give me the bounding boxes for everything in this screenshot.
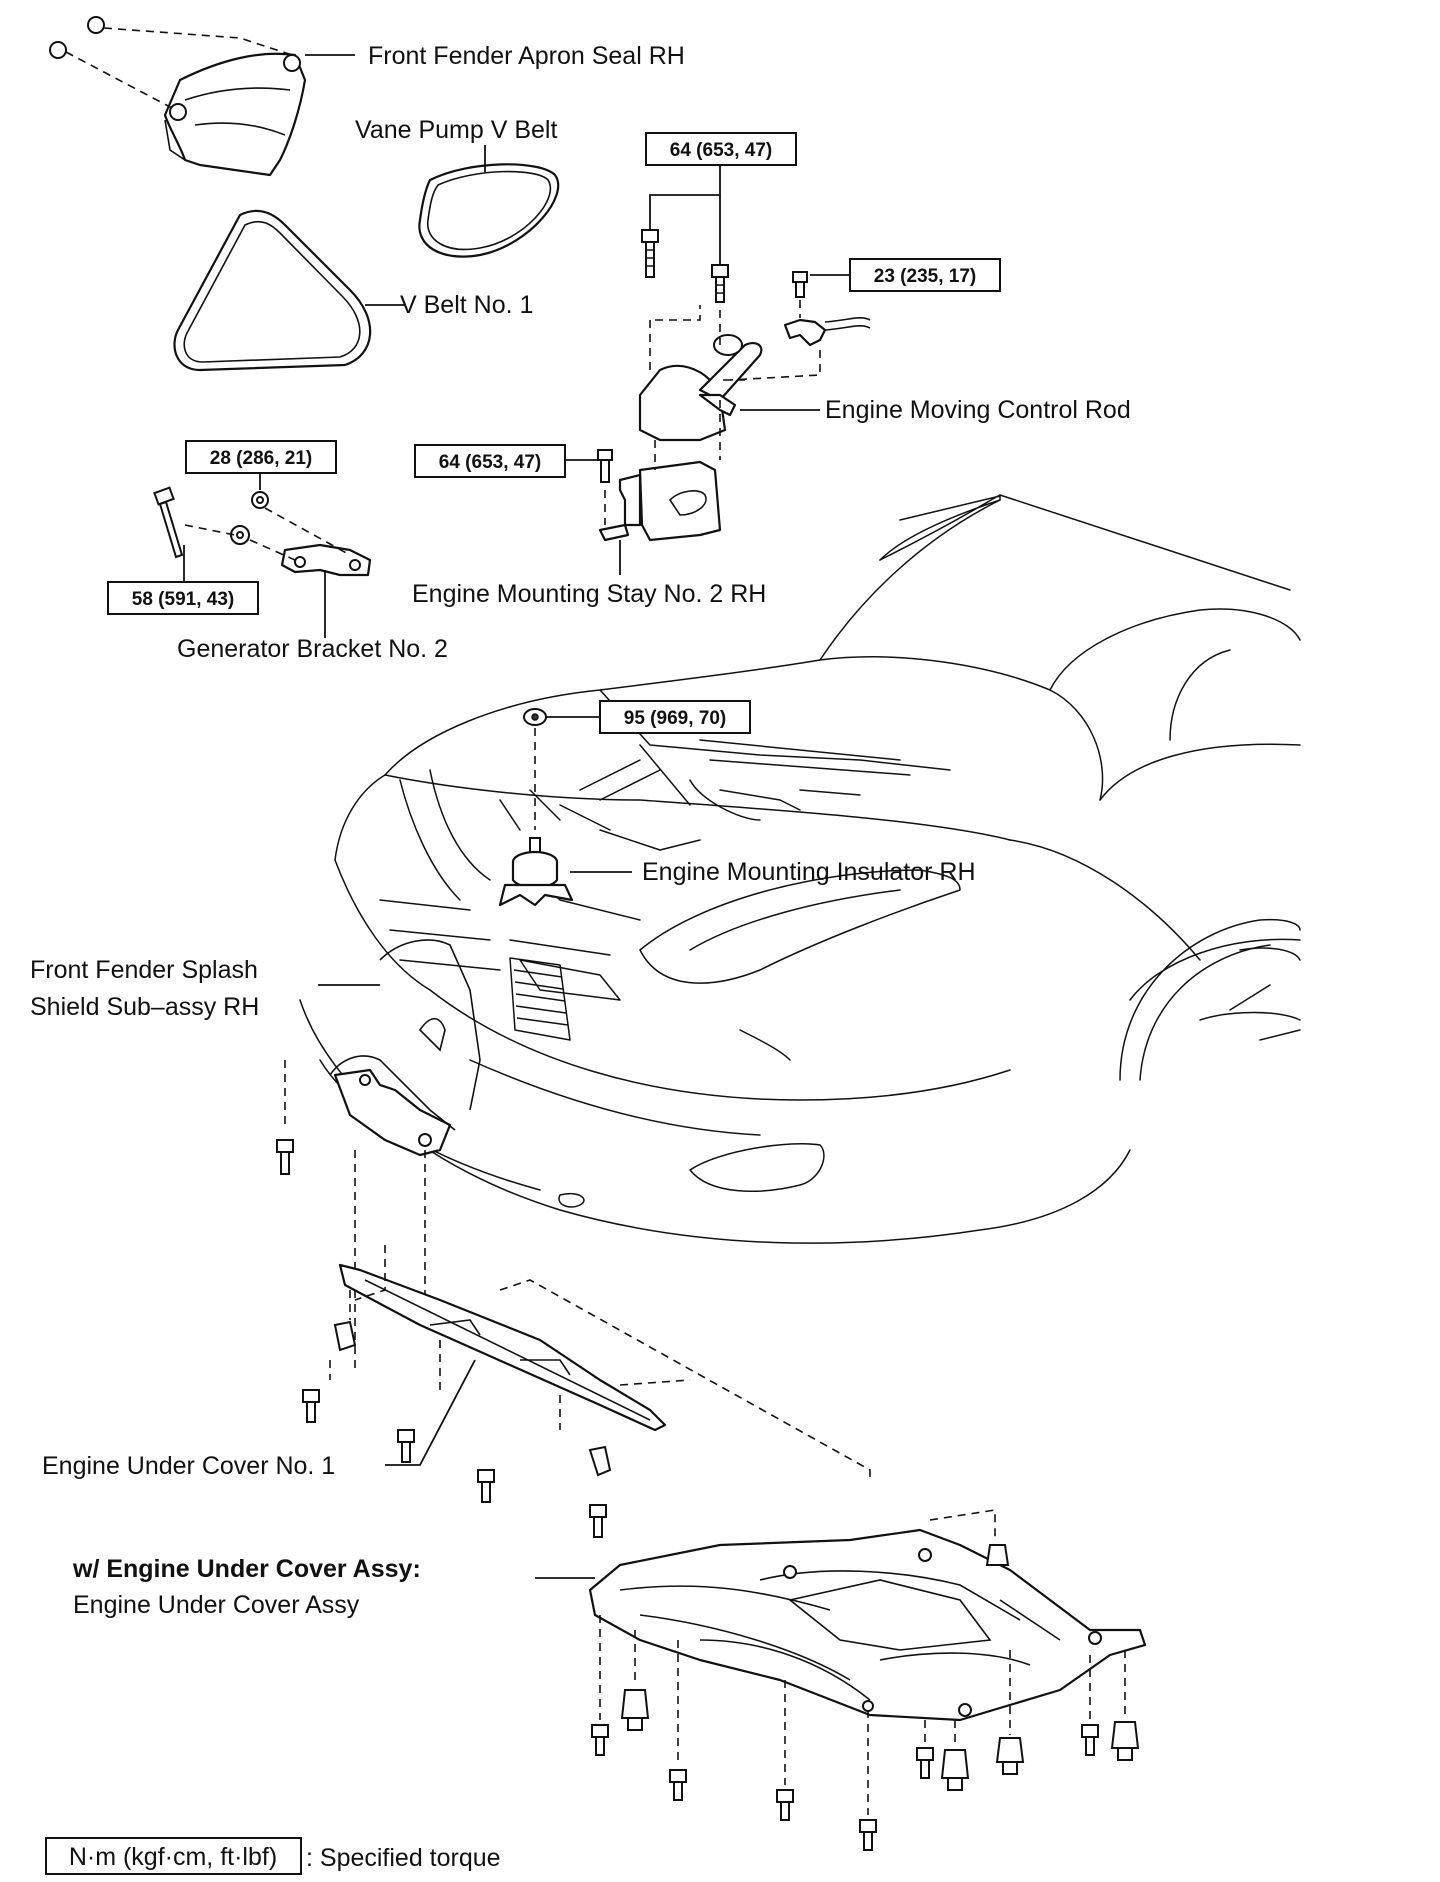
under-cover-assy-clip-icon (1110, 1721, 1140, 1761)
label-variant-heading: w/ Engine Under Cover Assy: (72, 1555, 421, 1583)
torque-generator-bolt: 58 (591, 43) (107, 581, 259, 615)
under-cover-assy-bolt-icon (916, 1747, 934, 1779)
label-front-fender-apron-seal: Front Fender Apron Seal RH (368, 42, 685, 70)
under-cover-assy-clip-icon (940, 1749, 970, 1791)
torque-legend: N·m (kgf·cm, ft·lbf) : Specified torque (45, 1837, 501, 1875)
under-cover-assy-clip-icon (985, 1544, 1010, 1566)
under-cover-assy-bolt-icon (859, 1819, 877, 1851)
vane-pump-v-belt (418, 145, 560, 258)
control-rod-bolt-icon (711, 264, 729, 303)
under-cover-no1-bolt-icon (477, 1469, 495, 1503)
insulator-nut-icon (523, 708, 547, 726)
label-splash-shield-line2: Shield Sub–assy RH (30, 993, 259, 1021)
engine-bay-vent (509, 957, 571, 1041)
under-cover-no1-clip-icon (333, 1320, 357, 1352)
label-engine-under-cover-no1: Engine Under Cover No. 1 (42, 1452, 335, 1480)
generator-nut-icon (251, 491, 269, 509)
label-v-belt-no1: V Belt No. 1 (400, 291, 533, 319)
label-engine-moving-control-rod: Engine Moving Control Rod (825, 396, 1131, 424)
under-cover-assy-clip-icon (995, 1737, 1025, 1775)
engine-mounting-insulator (498, 708, 632, 907)
torque-insulator-nut: 95 (969, 70) (599, 700, 751, 734)
apron-seal-clip-icon (87, 16, 105, 34)
under-cover-no1-bolt-icon (397, 1429, 415, 1463)
generator-bolt-icon (153, 486, 184, 559)
v-belt-no1 (173, 209, 405, 372)
under-cover-no1-bolt-icon (589, 1504, 607, 1538)
torque-value: 58 (591, 43) (132, 589, 234, 610)
control-rod-bolt-icon (641, 229, 659, 278)
legend-unit: N·m (kgf·cm, ft·lbf) (69, 1843, 277, 1871)
torque-generator-nut: 28 (286, 21) (185, 440, 337, 474)
under-cover-assy-bolt-icon (669, 1769, 687, 1801)
front-fender-apron-seal (49, 16, 355, 177)
torque-control-rod-bolts: 64 (653, 47) (645, 132, 797, 166)
label-splash-shield-line1: Front Fender Splash (30, 956, 258, 984)
vehicle-body-outline (299, 494, 1301, 1244)
under-cover-no1-bolt-icon (302, 1389, 320, 1423)
engine-under-cover-assy (535, 1509, 1147, 1851)
engine-mounting-stay (565, 400, 722, 575)
splash-shield-bolt-icon (276, 1139, 294, 1175)
legend-description: : Specified torque (306, 1844, 501, 1872)
engine-moving-control-rod-assembly (638, 165, 871, 442)
under-cover-assy-bolt-icon (776, 1789, 794, 1821)
label-vane-pump-v-belt: Vane Pump V Belt (355, 116, 557, 144)
label-engine-under-cover-assy: Engine Under Cover Assy (73, 1591, 360, 1619)
front-fender-splash-shield (276, 939, 481, 1370)
under-cover-no1-clip-icon (588, 1445, 612, 1477)
torque-mounting-stay: 64 (653, 47) (414, 444, 566, 478)
torque-value: 95 (969, 70) (624, 708, 726, 729)
torque-control-rod-bracket: 23 (235, 17) (849, 258, 1001, 292)
torque-value: 28 (286, 21) (210, 448, 312, 469)
engine-under-cover-no1 (302, 1245, 871, 1538)
label-engine-mounting-insulator: Engine Mounting Insulator RH (642, 858, 976, 886)
control-rod-bracket-bolt-icon (792, 271, 808, 298)
torque-value: 64 (653, 47) (670, 140, 772, 161)
label-generator-bracket: Generator Bracket No. 2 (177, 635, 448, 663)
label-engine-mounting-stay: Engine Mounting Stay No. 2 RH (412, 580, 766, 608)
under-cover-assy-clip-icon (620, 1689, 650, 1731)
under-cover-assy-bolt-icon (591, 1724, 609, 1756)
mounting-stay-bolt-icon (597, 449, 613, 483)
under-cover-assy-bolt-icon (1081, 1724, 1099, 1756)
torque-value: 23 (235, 17) (874, 266, 976, 287)
torque-value: 64 (653, 47) (439, 452, 541, 473)
apron-seal-clip-icon (49, 41, 67, 59)
